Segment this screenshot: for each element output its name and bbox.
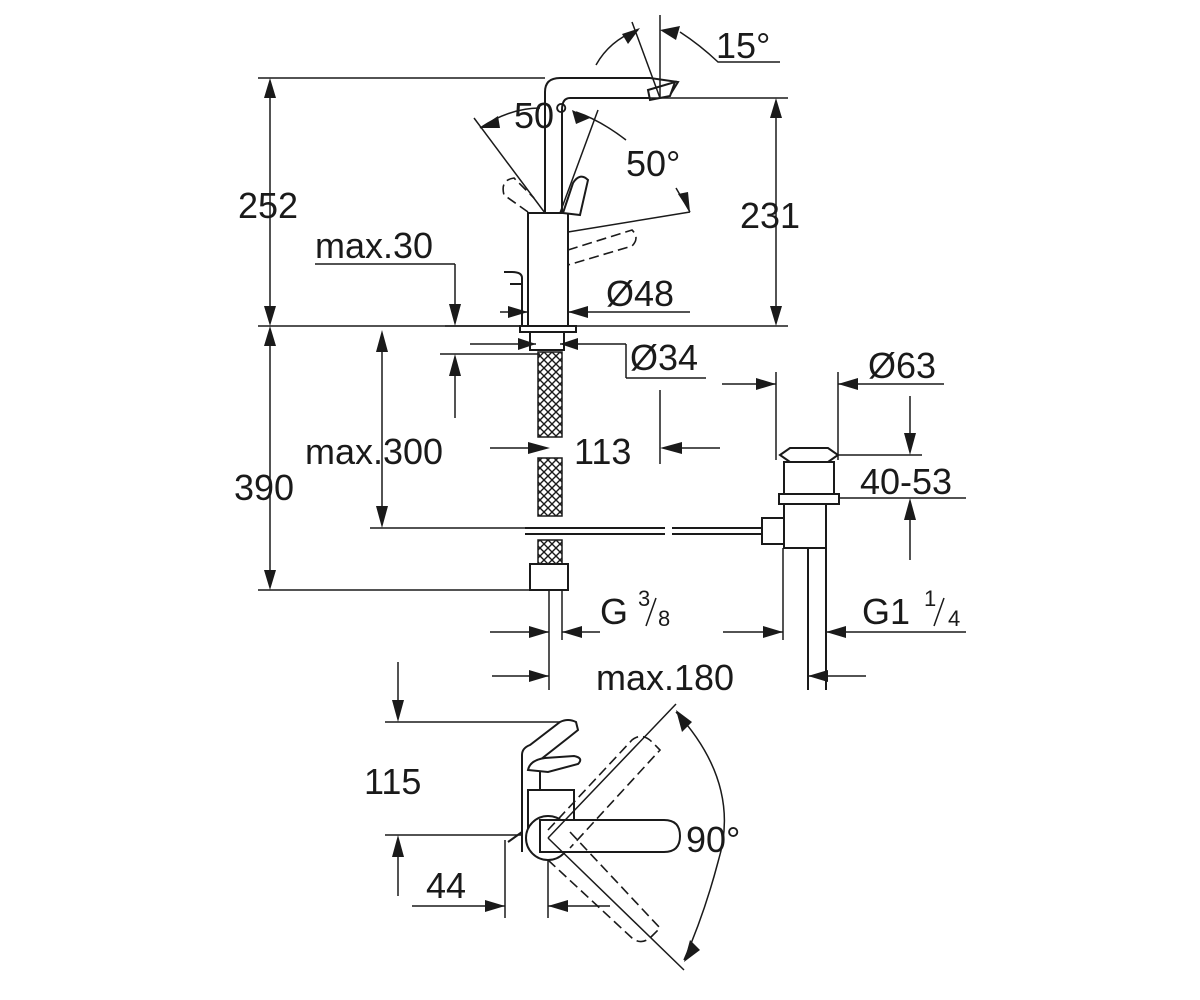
label-spout-height: 231 bbox=[740, 195, 800, 236]
svg-text:8: 8 bbox=[658, 606, 670, 631]
lever-ghost-back bbox=[547, 735, 662, 849]
label-body-diameter: Ø48 bbox=[606, 273, 674, 314]
faucet-top-view bbox=[507, 719, 682, 943]
top-view-aerator bbox=[526, 754, 582, 774]
hose-connector bbox=[529, 563, 569, 591]
label-thread-left: G 3 8 bbox=[600, 586, 670, 632]
label-lever-angle-right: 50° bbox=[626, 143, 680, 184]
lever-upright bbox=[561, 175, 590, 217]
label-max-reach: max.180 bbox=[596, 657, 734, 698]
lever-ghost-right bbox=[567, 229, 637, 266]
faucet-body bbox=[527, 212, 569, 327]
mounting-nut bbox=[529, 331, 565, 351]
label-lever-offset: 44 bbox=[426, 865, 466, 906]
label-max-thickness: max.30 bbox=[315, 225, 433, 266]
hose-lower bbox=[537, 539, 563, 565]
label-thread-right: G1 1 4 bbox=[862, 586, 960, 632]
svg-text:G: G bbox=[600, 591, 628, 632]
svg-text:4: 4 bbox=[948, 606, 960, 631]
top-dimension-lines bbox=[385, 662, 726, 971]
top-view-spout bbox=[521, 719, 580, 835]
waste-rod-coupling bbox=[761, 517, 785, 545]
label-top-depth: 115 bbox=[364, 761, 421, 802]
lever-ghost-left bbox=[502, 177, 535, 213]
pop-up-rod bbox=[504, 271, 523, 326]
waste-cap bbox=[778, 447, 840, 463]
waste-side-view bbox=[761, 447, 840, 690]
faucet-side-view bbox=[502, 77, 770, 591]
svg-text:G1: G1 bbox=[862, 591, 910, 632]
label-spout-angle: 15° bbox=[716, 25, 770, 66]
label-total-height: 252 bbox=[238, 185, 298, 226]
label-rotation-angle: 90° bbox=[686, 819, 740, 860]
svg-text:3: 3 bbox=[638, 586, 650, 611]
label-waste-range: 40-53 bbox=[860, 461, 952, 502]
waste-flange bbox=[783, 461, 835, 495]
side-dimension-lines bbox=[258, 15, 966, 690]
label-waste-diameter: Ø63 bbox=[868, 345, 936, 386]
top-view-pop-up-rod bbox=[507, 830, 523, 852]
top-view-lever bbox=[539, 819, 682, 853]
label-under-height: 390 bbox=[234, 467, 294, 508]
label-lever-angle-left: 50° bbox=[514, 95, 568, 136]
svg-text:1: 1 bbox=[924, 586, 936, 611]
dimension-labels: 15° 50° 50° 252 231 max.30 Ø48 Ø34 Ø63 m… bbox=[234, 25, 960, 906]
label-hose-offset: 113 bbox=[574, 431, 631, 472]
label-max-depth: max.300 bbox=[305, 431, 443, 472]
faucet-spout bbox=[544, 77, 680, 213]
waste-body bbox=[783, 503, 827, 549]
spout-aerator bbox=[646, 80, 677, 102]
waste-nut bbox=[778, 493, 840, 505]
label-hole-diameter: Ø34 bbox=[630, 337, 698, 378]
hose-upper bbox=[537, 351, 563, 438]
lever-ghost-front bbox=[547, 831, 662, 943]
hose-middle bbox=[537, 457, 563, 517]
